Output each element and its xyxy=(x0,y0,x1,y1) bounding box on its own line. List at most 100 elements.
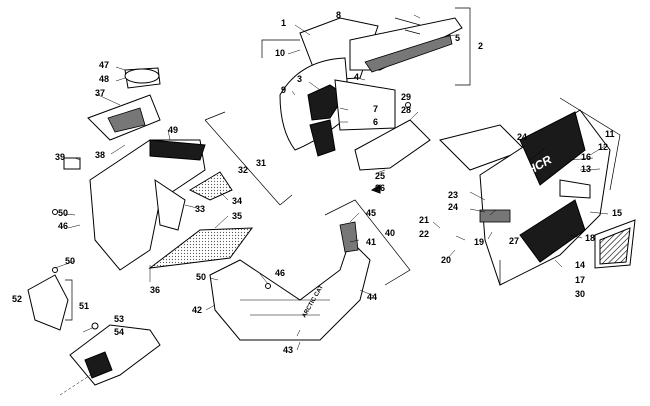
callout-13: 13 xyxy=(581,164,591,174)
side-grille-mesh xyxy=(599,227,631,265)
callout-30: 30 xyxy=(575,289,585,299)
bracket-51 xyxy=(65,279,73,321)
fastener-54 xyxy=(91,322,99,330)
callout-6: 6 xyxy=(373,117,378,127)
callout-19: 19 xyxy=(474,237,484,247)
belly-pan-ribs xyxy=(240,299,330,316)
heat-shield-large xyxy=(148,227,254,269)
windshield-seal xyxy=(364,34,453,73)
leader-lines xyxy=(54,14,609,351)
decal-39 xyxy=(63,157,81,170)
dash-group xyxy=(63,67,254,271)
callout-47: 47 xyxy=(99,60,109,70)
callout-27: 27 xyxy=(509,236,519,246)
callout-12: 12 xyxy=(598,142,608,152)
side-panel-graphic-upper xyxy=(519,111,586,186)
callout-26: 26 xyxy=(375,183,385,193)
windshield-inner-panel xyxy=(334,79,396,131)
side-panel-group: HCR xyxy=(354,109,636,286)
bracket-11 xyxy=(499,97,621,285)
fastener-50a xyxy=(52,267,58,273)
side-panel-badge xyxy=(559,179,591,199)
belly-pan-bracket xyxy=(339,221,359,253)
callout-51: 51 xyxy=(79,301,89,311)
side-panel-vent-screen xyxy=(479,209,511,223)
dash-insert xyxy=(107,107,146,133)
hood-vent xyxy=(149,139,206,161)
callout-38: 38 xyxy=(95,150,105,160)
callout-24b: 24 xyxy=(448,202,458,212)
callout-25: 25 xyxy=(375,171,385,181)
windshield-clip xyxy=(309,119,336,157)
gauge-housing xyxy=(124,68,160,84)
callout-52: 52 xyxy=(12,294,22,304)
callout-54: 54 xyxy=(114,327,124,337)
callout-44: 44 xyxy=(367,292,377,302)
callout-45: 45 xyxy=(366,208,376,218)
callout-23: 23 xyxy=(448,190,458,200)
callout-29: 29 xyxy=(401,92,411,102)
side-cover-52 xyxy=(27,274,69,331)
callout-7: 7 xyxy=(373,104,378,114)
callout-18: 18 xyxy=(585,233,595,243)
fastener-50b xyxy=(52,209,58,215)
callout-46a: 46 xyxy=(58,221,68,231)
callout-15: 15 xyxy=(612,208,622,218)
hood-support xyxy=(154,178,186,231)
heat-shield-small xyxy=(188,171,233,201)
callout-24a: 24 xyxy=(517,132,527,142)
callout-50b: 50 xyxy=(196,272,206,282)
belly-pan-group: ARCTIC CAT xyxy=(209,221,371,341)
callout-39: 39 xyxy=(55,152,65,162)
callout-31: 31 xyxy=(256,158,266,168)
bracket-2 xyxy=(455,7,471,86)
side-vent xyxy=(354,119,431,171)
callout-40: 40 xyxy=(385,228,395,238)
callout-16: 16 xyxy=(581,152,591,162)
callout-34: 34 xyxy=(232,196,242,206)
callout-28: 28 xyxy=(401,105,411,115)
callout-10: 10 xyxy=(275,48,285,58)
callout-5: 5 xyxy=(455,33,460,43)
callout-50a: 50 xyxy=(58,208,68,218)
callout-2: 2 xyxy=(478,41,483,51)
callout-22: 22 xyxy=(419,229,429,239)
callout-8: 8 xyxy=(336,10,341,20)
callout-46b: 46 xyxy=(275,268,285,278)
callout-17: 17 xyxy=(575,275,585,285)
callout-9: 9 xyxy=(281,85,286,95)
callout-48: 48 xyxy=(99,74,109,84)
small-parts-group xyxy=(27,102,411,396)
callout-37: 37 xyxy=(95,88,105,98)
callout-labels: 1 2 3 4 5 6 7 8 9 10 11 12 13 14 15 16 1… xyxy=(12,10,622,355)
windshield-group xyxy=(279,17,463,157)
callout-20: 20 xyxy=(441,255,451,265)
exhaust-shield-mount xyxy=(84,351,113,379)
callout-21: 21 xyxy=(419,215,429,225)
callout-41: 41 xyxy=(366,237,376,247)
bracket-1 xyxy=(261,39,300,58)
fastener-46 xyxy=(265,283,271,289)
callout-43: 43 xyxy=(283,345,293,355)
callout-53: 53 xyxy=(114,314,124,324)
side-panel-graphic-lower xyxy=(519,199,586,263)
callout-33: 33 xyxy=(195,204,205,214)
callout-49: 49 xyxy=(168,125,178,135)
callout-42: 42 xyxy=(192,305,202,315)
callout-3: 3 xyxy=(297,74,302,84)
fastener-29 xyxy=(405,102,411,108)
callout-36: 36 xyxy=(150,285,160,295)
belly-pan xyxy=(209,239,371,341)
callout-4: 4 xyxy=(354,72,359,82)
exhaust-leader xyxy=(59,371,96,396)
callout-11: 11 xyxy=(605,129,615,139)
callout-50c: 50 xyxy=(65,256,75,266)
bracket-31-32 xyxy=(204,111,293,206)
bracket-40 xyxy=(324,199,411,286)
callout-32: 32 xyxy=(238,165,248,175)
callout-14: 14 xyxy=(575,260,585,270)
windshield-detail-lines xyxy=(394,17,421,35)
callout-35: 35 xyxy=(232,211,242,221)
